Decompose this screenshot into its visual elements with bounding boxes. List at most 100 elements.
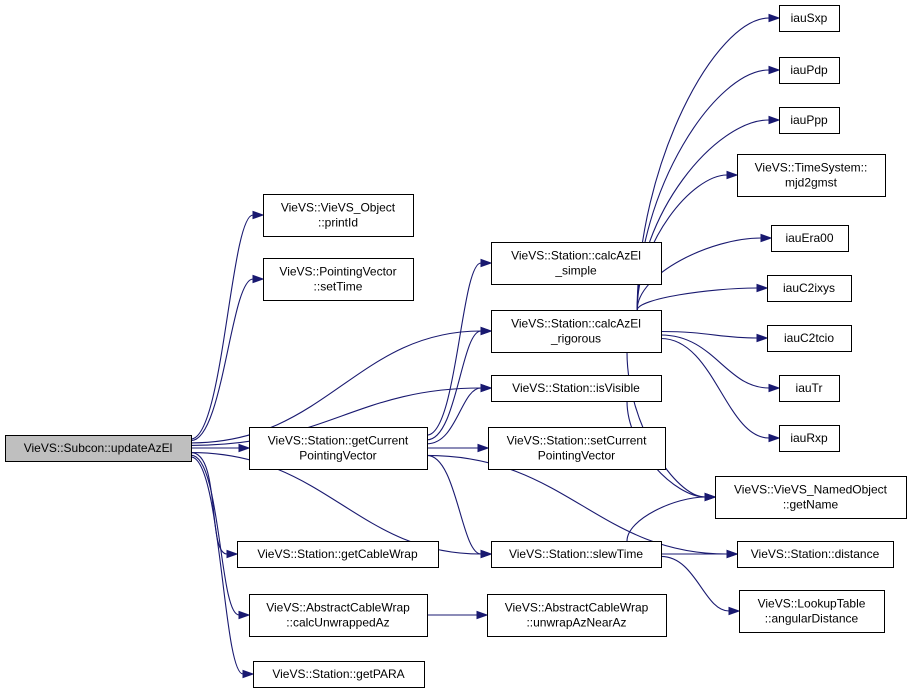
edge-slewTime-to-distance <box>661 549 739 559</box>
node-label: VieVS::Station::isVisible <box>512 381 640 395</box>
node-calcAzElSimple[interactable]: VieVS::Station::calcAzEl_simple <box>491 242 662 285</box>
node-label: _rigorous <box>550 332 601 346</box>
edge-updateAzEl-to-printId <box>190 210 265 440</box>
node-iauPdp[interactable]: iauPdp <box>779 57 840 84</box>
arrowhead-icon <box>226 549 239 559</box>
arrowhead-icon <box>480 549 493 559</box>
edge-line <box>190 387 482 446</box>
node-label: ::unwrapAzNearAz <box>526 616 626 630</box>
edge-line <box>426 330 482 441</box>
edge-getCurrentPV-to-calcAzElRigorous <box>426 326 493 441</box>
node-iauTr[interactable]: iauTr <box>779 375 840 402</box>
node-mjd2gmst[interactable]: VieVS::TimeSystem::mjd2gmst <box>737 154 886 197</box>
arrowhead-icon <box>242 669 255 679</box>
node-label: iauSxp <box>791 11 828 25</box>
edge-line <box>636 174 728 311</box>
edge-line <box>190 454 240 616</box>
edge-line <box>626 496 706 542</box>
node-box <box>715 476 907 519</box>
node-slewTime[interactable]: VieVS::Station::slewTime <box>491 541 662 568</box>
node-label: VieVS::TimeSystem:: <box>755 161 868 175</box>
arrowhead-icon <box>238 443 251 453</box>
edge-updateAzEl-to-calcUnwrappedAz <box>190 454 251 620</box>
edge-getCurrentPV-to-calcAzElSimple <box>426 258 493 436</box>
edge-line <box>626 351 706 498</box>
edge-line <box>426 387 482 445</box>
node-label: PointingVector <box>299 449 376 463</box>
node-box <box>779 375 840 402</box>
node-box <box>771 225 849 252</box>
node-iauC2ixys[interactable]: iauC2ixys <box>767 275 852 302</box>
node-label: VieVS::Station::slewTime <box>509 547 643 561</box>
arrowhead-icon <box>476 610 489 620</box>
arrowhead-icon <box>480 258 493 268</box>
edge-calcAzElRigorous-to-mjd2gmst <box>636 170 739 311</box>
node-box <box>779 57 840 84</box>
node-distance[interactable]: VieVS::Station::distance <box>737 541 894 568</box>
edge-line <box>426 454 728 555</box>
arrowhead-icon <box>480 383 493 393</box>
call-nodes: VieVS::Subcon::updateAzEl VieVS::VieVS_Ob… <box>5 5 907 688</box>
node-label: iauRxp <box>790 431 828 445</box>
node-label: VieVS::LookupTable <box>758 597 866 611</box>
arrowhead-icon <box>756 283 769 293</box>
arrowhead-icon <box>768 13 781 23</box>
node-box <box>237 541 439 568</box>
node-getPARA[interactable]: VieVS::Station::getPARA <box>253 661 425 688</box>
arrowhead-icon <box>480 326 493 336</box>
edge-line <box>426 262 482 436</box>
edge-calcAzElRigorous-to-iauRxp <box>660 337 781 443</box>
node-label: VieVS::VieVS_NamedObject <box>734 483 888 497</box>
node-iauSxp[interactable]: iauSxp <box>779 5 840 32</box>
edge-slewTime-to-angularDistance <box>660 555 741 616</box>
node-label: VieVS::AbstractCableWrap <box>266 601 410 615</box>
node-updateAzEl[interactable]: VieVS::Subcon::updateAzEl <box>5 435 192 462</box>
node-box <box>487 594 667 637</box>
node-getName[interactable]: VieVS::VieVS_NamedObject::getName <box>715 476 907 519</box>
node-box <box>779 107 840 134</box>
edge-calcAzElRigorous-to-iauTr <box>660 334 781 393</box>
node-getCableWrap[interactable]: VieVS::Station::getCableWrap <box>237 541 439 568</box>
node-iauRxp[interactable]: iauRxp <box>779 425 840 452</box>
node-box <box>491 242 662 285</box>
node-calcAzElRigorous[interactable]: VieVS::Station::calcAzEl_rigorous <box>491 310 662 353</box>
edge-getCurrentPV-to-setCurrentPV <box>427 443 490 453</box>
node-box <box>5 435 192 462</box>
edge-calcAzElRigorous-to-iauEra00 <box>636 233 773 311</box>
edge-getCurrentPV-to-slewTime <box>426 454 493 559</box>
node-printId[interactable]: VieVS::VieVS_Object::printId <box>263 194 414 237</box>
node-iauEra00[interactable]: iauEra00 <box>771 225 849 252</box>
node-iauC2tcio[interactable]: iauC2tcio <box>767 325 852 352</box>
edge-calcAzElRigorous-to-iauC2ixys <box>636 283 769 311</box>
arrowhead-icon <box>726 170 739 180</box>
node-box <box>491 541 662 568</box>
arrowhead-icon <box>726 549 739 559</box>
node-box <box>249 427 428 470</box>
edge-getCurrentPV-to-isVisible <box>426 383 493 445</box>
edge-updateAzEl-to-calcAzElRigorous <box>190 326 493 444</box>
node-setTime[interactable]: VieVS::PointingVector::setTime <box>263 258 414 301</box>
edge-line <box>660 555 730 612</box>
arrowhead-icon <box>768 433 781 443</box>
arrowhead-icon <box>768 383 781 393</box>
edge-slewTime-to-getName <box>626 492 717 542</box>
node-angularDistance[interactable]: VieVS::LookupTable::angularDistance <box>739 590 885 633</box>
node-label: VieVS::Station::getPARA <box>272 667 404 681</box>
node-box <box>249 594 428 637</box>
node-calcUnwrappedAz[interactable]: VieVS::AbstractCableWrap::calcUnwrappedA… <box>249 594 428 637</box>
arrowhead-icon <box>252 210 265 220</box>
node-iauPpp[interactable]: iauPpp <box>779 107 840 134</box>
arrowhead-icon <box>238 610 251 620</box>
edge-updateAzEl-to-getPARA <box>190 456 255 679</box>
node-unwrapAzNearAz[interactable]: VieVS::AbstractCableWrap::unwrapAzNearAz <box>487 594 667 637</box>
edge-line <box>660 337 770 439</box>
node-isVisible[interactable]: VieVS::Station::isVisible <box>491 375 662 402</box>
node-label: VieVS::VieVS_Object <box>281 201 396 215</box>
node-label: _simple <box>554 264 597 278</box>
node-label: iauPdp <box>790 63 828 77</box>
node-box <box>737 154 886 197</box>
node-box <box>263 194 414 237</box>
